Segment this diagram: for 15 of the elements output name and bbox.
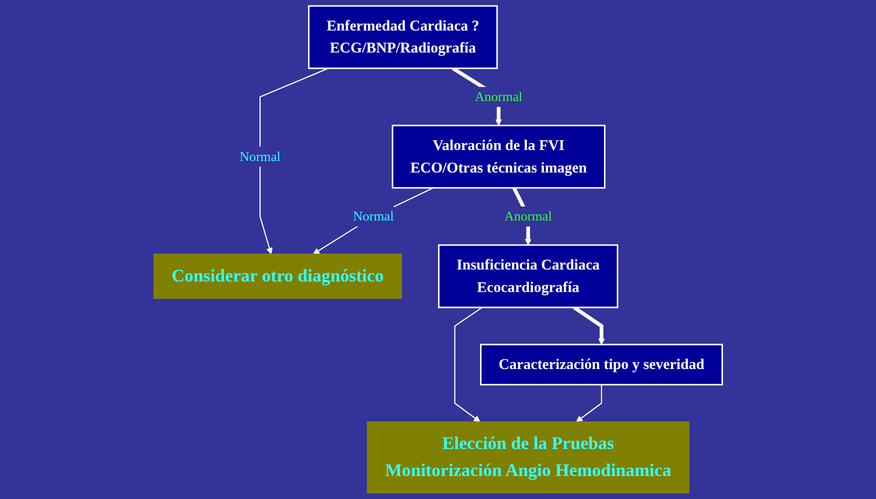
edge-label: Anormal	[504, 208, 552, 224]
node-box: Caracterización tipo y severidad	[480, 344, 723, 386]
node-box: Valoración de la FVI ECO/Otras técnicas imagen	[392, 124, 606, 189]
arrow	[454, 306, 482, 422]
node-box: Elección de la Pruebas Monitorización Angio Hemodinamica	[366, 421, 690, 494]
edge-label: Anormal	[474, 89, 522, 104]
edge-label: Normal	[240, 148, 280, 164]
arrow	[573, 306, 605, 345]
arrow	[260, 68, 329, 254]
arrow	[576, 384, 602, 422]
node-box: Considerar otro diagnóstico	[153, 254, 402, 299]
node-box: Insuficiencia Cardiaca Ecocardiografía	[438, 244, 618, 308]
edge-label: Normal	[352, 208, 394, 224]
node-box: Enfermedad Cardiaca ? ECG/BNP/Radiografía	[308, 5, 498, 70]
arrow	[313, 187, 434, 254]
